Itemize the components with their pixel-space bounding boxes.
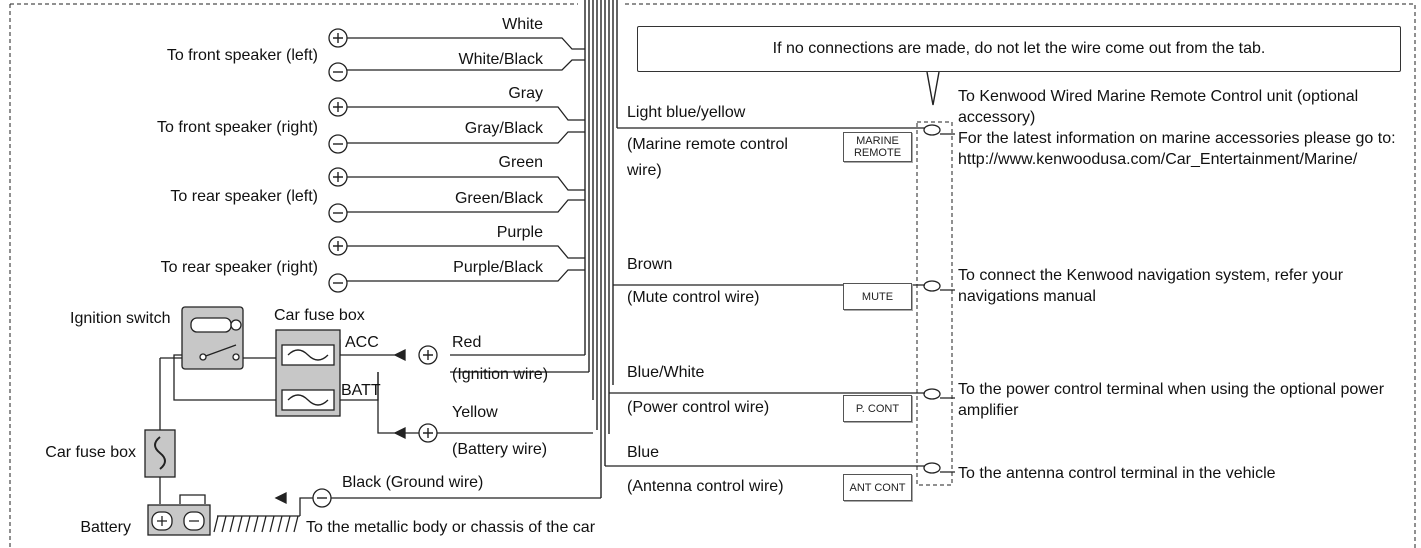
wire-color-label: Purple: [496, 224, 543, 241]
yellow-wire-label: Yellow: [452, 404, 498, 421]
wire-color-label: Green/Black: [454, 190, 543, 207]
control-wire-color: Brown: [627, 256, 673, 273]
control-wire-color: Blue/White: [627, 364, 705, 381]
speaker-wires: [347, 37, 585, 282]
chassis-label: To the metallic body or chassis of the c…: [306, 519, 596, 536]
wire-color-label: White: [502, 16, 543, 33]
acc-label: ACC: [345, 334, 379, 351]
mute-tag: MUTE: [843, 283, 912, 310]
car-fuse-box-label: Car fuse box: [274, 307, 365, 324]
battery-label: Battery: [80, 519, 131, 536]
speaker-label: To rear speaker (left): [170, 188, 318, 205]
outer-frame: [9, 3, 1416, 548]
ground-wire-label: Black (Ground wire): [342, 474, 484, 491]
no-connection-note: If no connections are made, do not let t…: [637, 26, 1401, 72]
battery-shape: [147, 504, 211, 536]
wire-color-label: Gray/Black: [464, 120, 543, 137]
ant-cont-tag: ANT CONT: [843, 474, 912, 501]
control-wire-desc: (Marine remote control: [627, 136, 788, 153]
polarity-signs: [317, 33, 433, 499]
ground-symbol: [213, 515, 300, 533]
wire-color-label: Gray: [508, 85, 543, 102]
p-cont-tag: P. CONT: [843, 395, 912, 422]
harness-bundle: [584, 0, 618, 498]
car-fuse-box-lower-shape: [144, 429, 176, 478]
wire-color-label: Purple/Black: [453, 259, 543, 276]
car-fuse-box-lower-label: Car fuse box: [45, 444, 136, 461]
control-wire-desc: (Mute control wire): [627, 289, 760, 306]
red-wire-label: Red: [452, 334, 482, 351]
ignition-switch-label: Ignition switch: [70, 310, 171, 327]
wire-color-label: Green: [498, 154, 543, 171]
polarity-circles: [312, 28, 438, 508]
control-wire-desc: (Power control wire): [627, 399, 770, 416]
wire-loops: [923, 124, 955, 474]
speaker-label: To rear speaker (right): [160, 259, 318, 276]
ignition-switch-shape: [181, 306, 244, 370]
speaker-label: To front speaker (left): [166, 47, 318, 64]
wire-color-label: White/Black: [458, 51, 543, 68]
control-wire-color: Blue: [627, 444, 660, 461]
tab-region: [916, 121, 953, 486]
ant-destination: To the antenna control terminal in the v…: [958, 465, 1276, 482]
arrow-heads: [274, 348, 406, 505]
speaker-label: To front speaker (right): [157, 119, 318, 136]
control-wire-desc: (Antenna control wire): [627, 478, 784, 495]
mute-destination: To connect the Kenwood navigation system…: [958, 267, 1344, 305]
batt-label: BATT: [341, 382, 381, 399]
marine-destination: To Kenwood Wired Marine Remote Control u…: [958, 88, 1396, 168]
battery-wire-label: (Battery wire): [452, 441, 548, 458]
p-cont-destination: To the power control terminal when using…: [958, 381, 1385, 419]
car-fuse-box-shape: [275, 329, 341, 417]
control-wire-color: Light blue/yellow: [627, 104, 746, 121]
marine-remote-tag: MARINE REMOTE: [843, 132, 912, 162]
control-wire-desc: wire): [627, 162, 662, 179]
ignition-wire-label: (Ignition wire): [452, 366, 549, 383]
